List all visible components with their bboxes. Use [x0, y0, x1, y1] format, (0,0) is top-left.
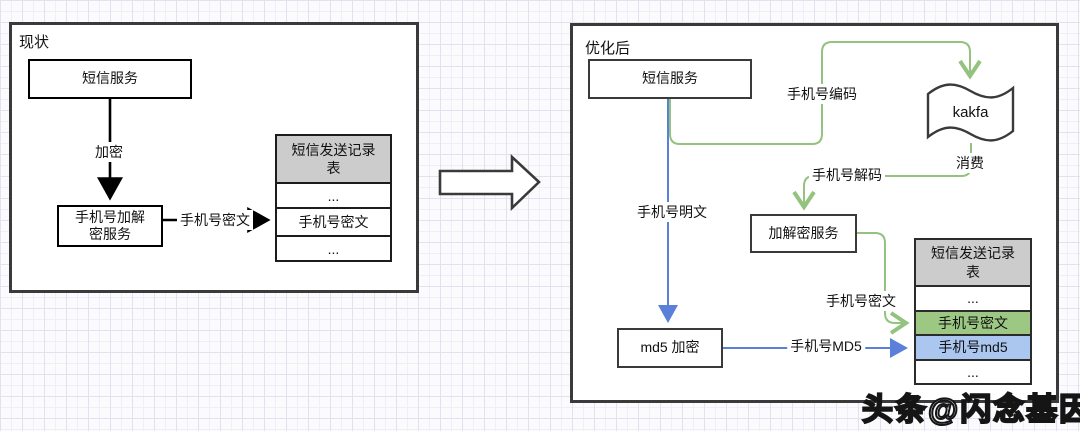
table-row: ... [916, 360, 1030, 383]
phone-crypto-service-box: 手机号加解 密服务 [57, 205, 163, 247]
table-row-cipher: 手机号密文 [916, 311, 1030, 336]
cipher-label-right: 手机号密文 [823, 291, 899, 311]
table-row: ... [916, 287, 1030, 312]
sms-service-box-current: 短信服务 [28, 59, 192, 99]
table-row: ... [277, 184, 390, 209]
current-state-title: 现状 [19, 34, 50, 51]
watermark-text: 头条@闪念基因 [861, 391, 1080, 428]
crypto-service-box: 加解密服务 [750, 214, 857, 253]
table-row: ... [277, 237, 390, 260]
cipher-arrow-right [857, 232, 910, 335]
table-row-md5: 手机号md5 [916, 336, 1030, 361]
decode-label: 手机号解码 [809, 165, 885, 185]
kafka-label: kakfa [952, 104, 989, 121]
encrypt-label: 加密 [92, 142, 126, 162]
kafka-tape-shape [926, 83, 1015, 142]
transition-arrow-icon [438, 154, 541, 212]
cipher-label-left: 手机号密文 [177, 210, 253, 230]
table-row-cipher: 手机号密文 [277, 209, 390, 237]
encode-label: 手机号编码 [784, 84, 860, 104]
table-title-current: 短信发送记录 表 [277, 136, 390, 184]
consume-label: 消费 [953, 153, 987, 173]
optimized-title: 优化后 [585, 40, 631, 57]
sms-record-table-current: 短信发送记录 表 ... 手机号密文 ... [275, 134, 392, 262]
sms-service-box-optimized: 短信服务 [588, 59, 752, 99]
plaintext-label: 手机号明文 [634, 202, 710, 222]
md5-encrypt-box: md5 加密 [617, 328, 723, 368]
md5-label: 手机号MD5 [787, 336, 865, 356]
table-title-optimized: 短信发送记录 表 [916, 240, 1030, 287]
sms-record-table-optimized: 短信发送记录 表 ... 手机号密文 手机号md5 ... [914, 238, 1032, 385]
